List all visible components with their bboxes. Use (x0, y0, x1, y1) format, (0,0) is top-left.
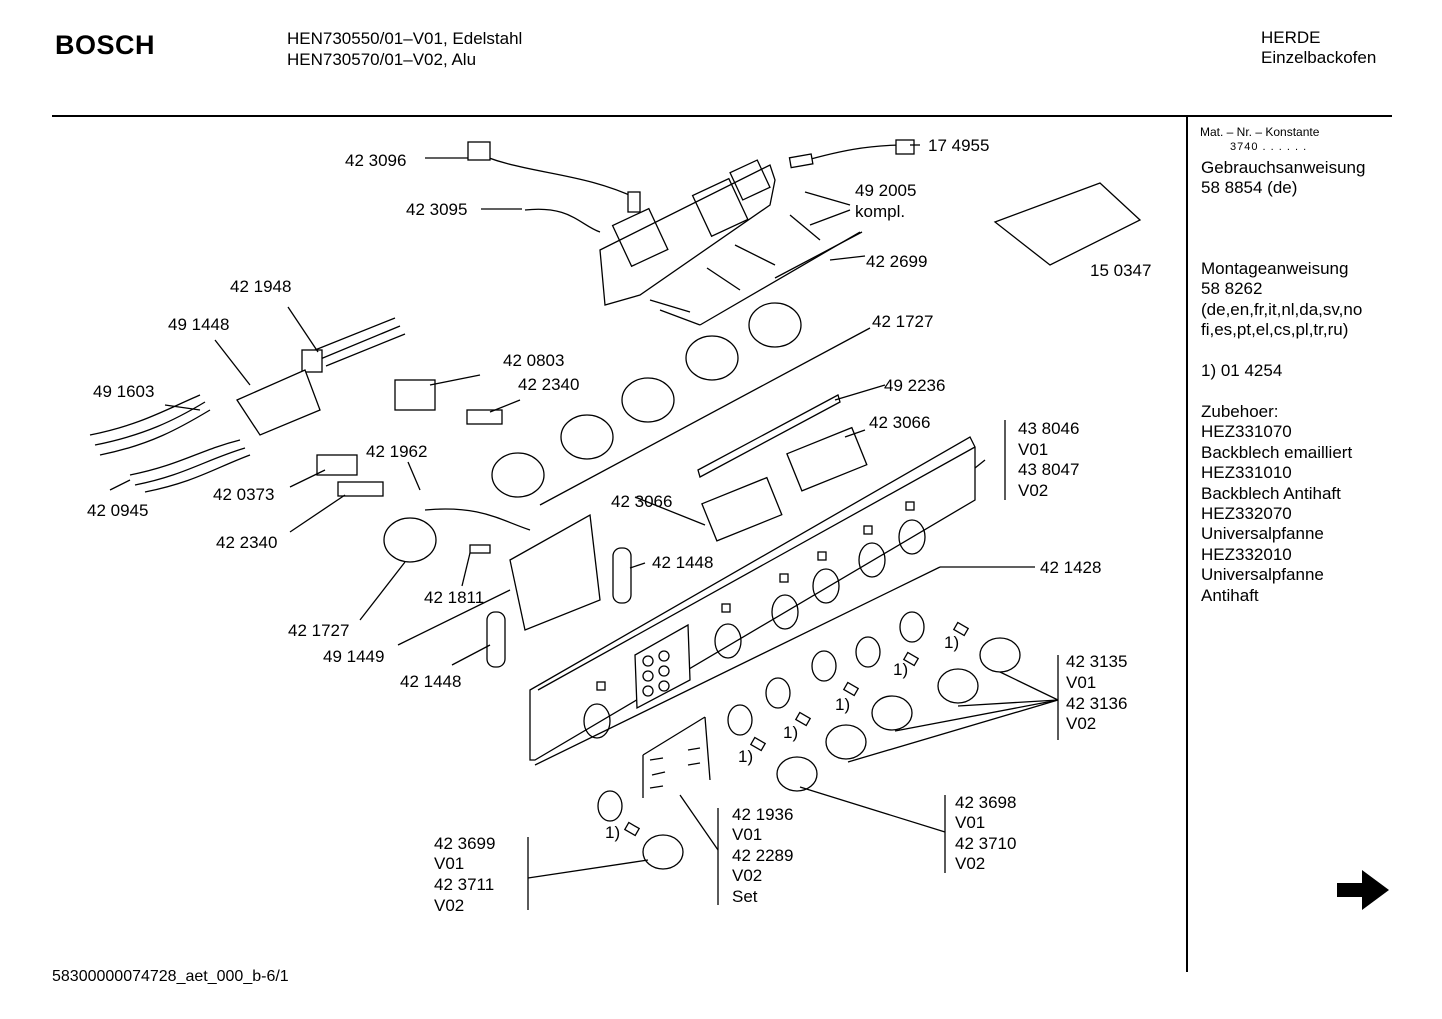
leader-lines (109, 144, 1059, 910)
part-label: V01 (1018, 440, 1048, 459)
part-label: 49 1603 (93, 382, 154, 401)
part-label: 42 1428 (1040, 558, 1101, 577)
bracket-420373 (316, 454, 358, 476)
knob-housings (383, 302, 802, 563)
sidebar-block-manual: Gebrauchsanweisung 58 8854 (de) (1201, 158, 1366, 198)
model-line-1: HEN730550/01–V01, Edelstahl (287, 29, 523, 48)
part-label: 15 0347 (1090, 261, 1151, 280)
part-label: 42 1448 (400, 672, 461, 691)
rotary-switches (649, 214, 821, 313)
part-label: 43 8047 (1018, 460, 1079, 479)
part-label: 42 1936 (732, 805, 793, 824)
sidebar-block-note: 1) 01 4254 (1201, 361, 1283, 380)
cable-491603 (89, 394, 211, 456)
part-label: 42 1962 (366, 442, 427, 461)
part-label: V02 (434, 896, 464, 915)
part-label: 42 0373 (213, 485, 274, 504)
model-line-2: HEN730570/01–V02, Alu (287, 50, 477, 69)
timer-module (509, 513, 601, 631)
document-id: 58300000074728_aet_000_b-6/1 (52, 968, 289, 985)
part-label: 42 3699 (434, 834, 495, 853)
part-label: 43 8046 (1018, 419, 1079, 438)
clips (623, 621, 970, 837)
part-label: 42 1811 (424, 588, 484, 607)
part-label: 42 2699 (866, 252, 927, 271)
control-module (599, 164, 776, 306)
note-label: 1) (893, 660, 908, 679)
brand-logo: BOSCH (55, 30, 156, 60)
part-label: V02 (955, 854, 985, 873)
panel-holes (583, 519, 926, 739)
note-label: 1) (944, 633, 959, 652)
sidebar-block-installation: Montageanweisung 58 8262 (de,en,fr,it,nl… (1201, 259, 1363, 340)
part-label: 42 1727 (872, 312, 933, 331)
note-label: 1) (605, 823, 620, 842)
terminal-block (236, 369, 321, 436)
part-label: 42 3710 (955, 834, 1016, 853)
part-label: 42 2340 (518, 375, 579, 394)
subcategory-title: Einzelbackofen (1261, 48, 1377, 67)
holder-423066a (701, 476, 783, 542)
mat-nr-label: Mat. – Nr. – Konstante (1200, 125, 1320, 139)
part-label: 42 0803 (503, 351, 564, 370)
part-label: 42 1448 (652, 553, 713, 572)
category-title: HERDE (1261, 28, 1321, 47)
arrow-right-icon[interactable] (1337, 870, 1389, 910)
cable-423095 (524, 208, 601, 233)
part-label: 42 2289 (732, 846, 793, 865)
knob-rings (597, 611, 925, 822)
part-label: 42 3066 (869, 413, 930, 432)
part-label: V02 (1066, 714, 1096, 733)
part-label: 42 3698 (955, 793, 1016, 812)
part-label: V01 (732, 825, 762, 844)
part-label: 42 3711 (434, 875, 494, 894)
sidebar-divider (1186, 117, 1188, 972)
screw-bag (993, 182, 1142, 266)
bracket-422340a (466, 409, 503, 425)
part-label: 42 0945 (87, 501, 148, 520)
sidebar-block-accessories: Zubehoer: HEZ331070 Backblech emailliert… (1201, 402, 1353, 605)
part-label: 42 2340 (216, 533, 277, 552)
part-label: V02 (1018, 481, 1048, 500)
part-label: 49 1448 (168, 315, 229, 334)
part-label: 42 3135 (1066, 652, 1127, 671)
part-label: 42 3136 (1066, 694, 1127, 713)
part-label: 49 2236 (884, 376, 945, 395)
part-label: 42 3066 (611, 492, 672, 511)
control-knobs (642, 637, 1021, 870)
part-label: 49 2005 (855, 181, 916, 200)
bracket-422340b (337, 481, 384, 497)
holder-423066b (786, 426, 868, 492)
part-label: 17 4955 (928, 136, 989, 155)
header-divider (52, 115, 1392, 117)
mat-nr-value: 3740 . . . . . . (1230, 141, 1308, 153)
note-label: 1) (738, 747, 753, 766)
gasket-421448a (612, 547, 632, 604)
part-label: 42 1948 (230, 277, 291, 296)
cable-421962 (424, 508, 531, 531)
part-label: 49 1449 (323, 647, 384, 666)
part-label: 42 3096 (345, 151, 406, 170)
part-label: V01 (955, 813, 985, 832)
strip-492236 (697, 394, 841, 478)
note-label: 1) (835, 695, 850, 714)
cable-421948 (309, 317, 406, 367)
part-label: V02 (732, 866, 762, 885)
part-label: 42 1727 (288, 621, 349, 640)
bracket-420803 (394, 379, 436, 411)
part-label: 42 3095 (406, 200, 467, 219)
cable-420945 (129, 439, 251, 493)
part-label: Set (732, 887, 758, 906)
screw-set (649, 747, 701, 789)
part-label: V01 (434, 854, 464, 873)
note-label: 1) (783, 723, 798, 742)
gasket-421448b (486, 611, 506, 668)
part-label: kompl. (855, 202, 905, 221)
part-label: V01 (1066, 673, 1096, 692)
cable-423096 (469, 149, 641, 201)
